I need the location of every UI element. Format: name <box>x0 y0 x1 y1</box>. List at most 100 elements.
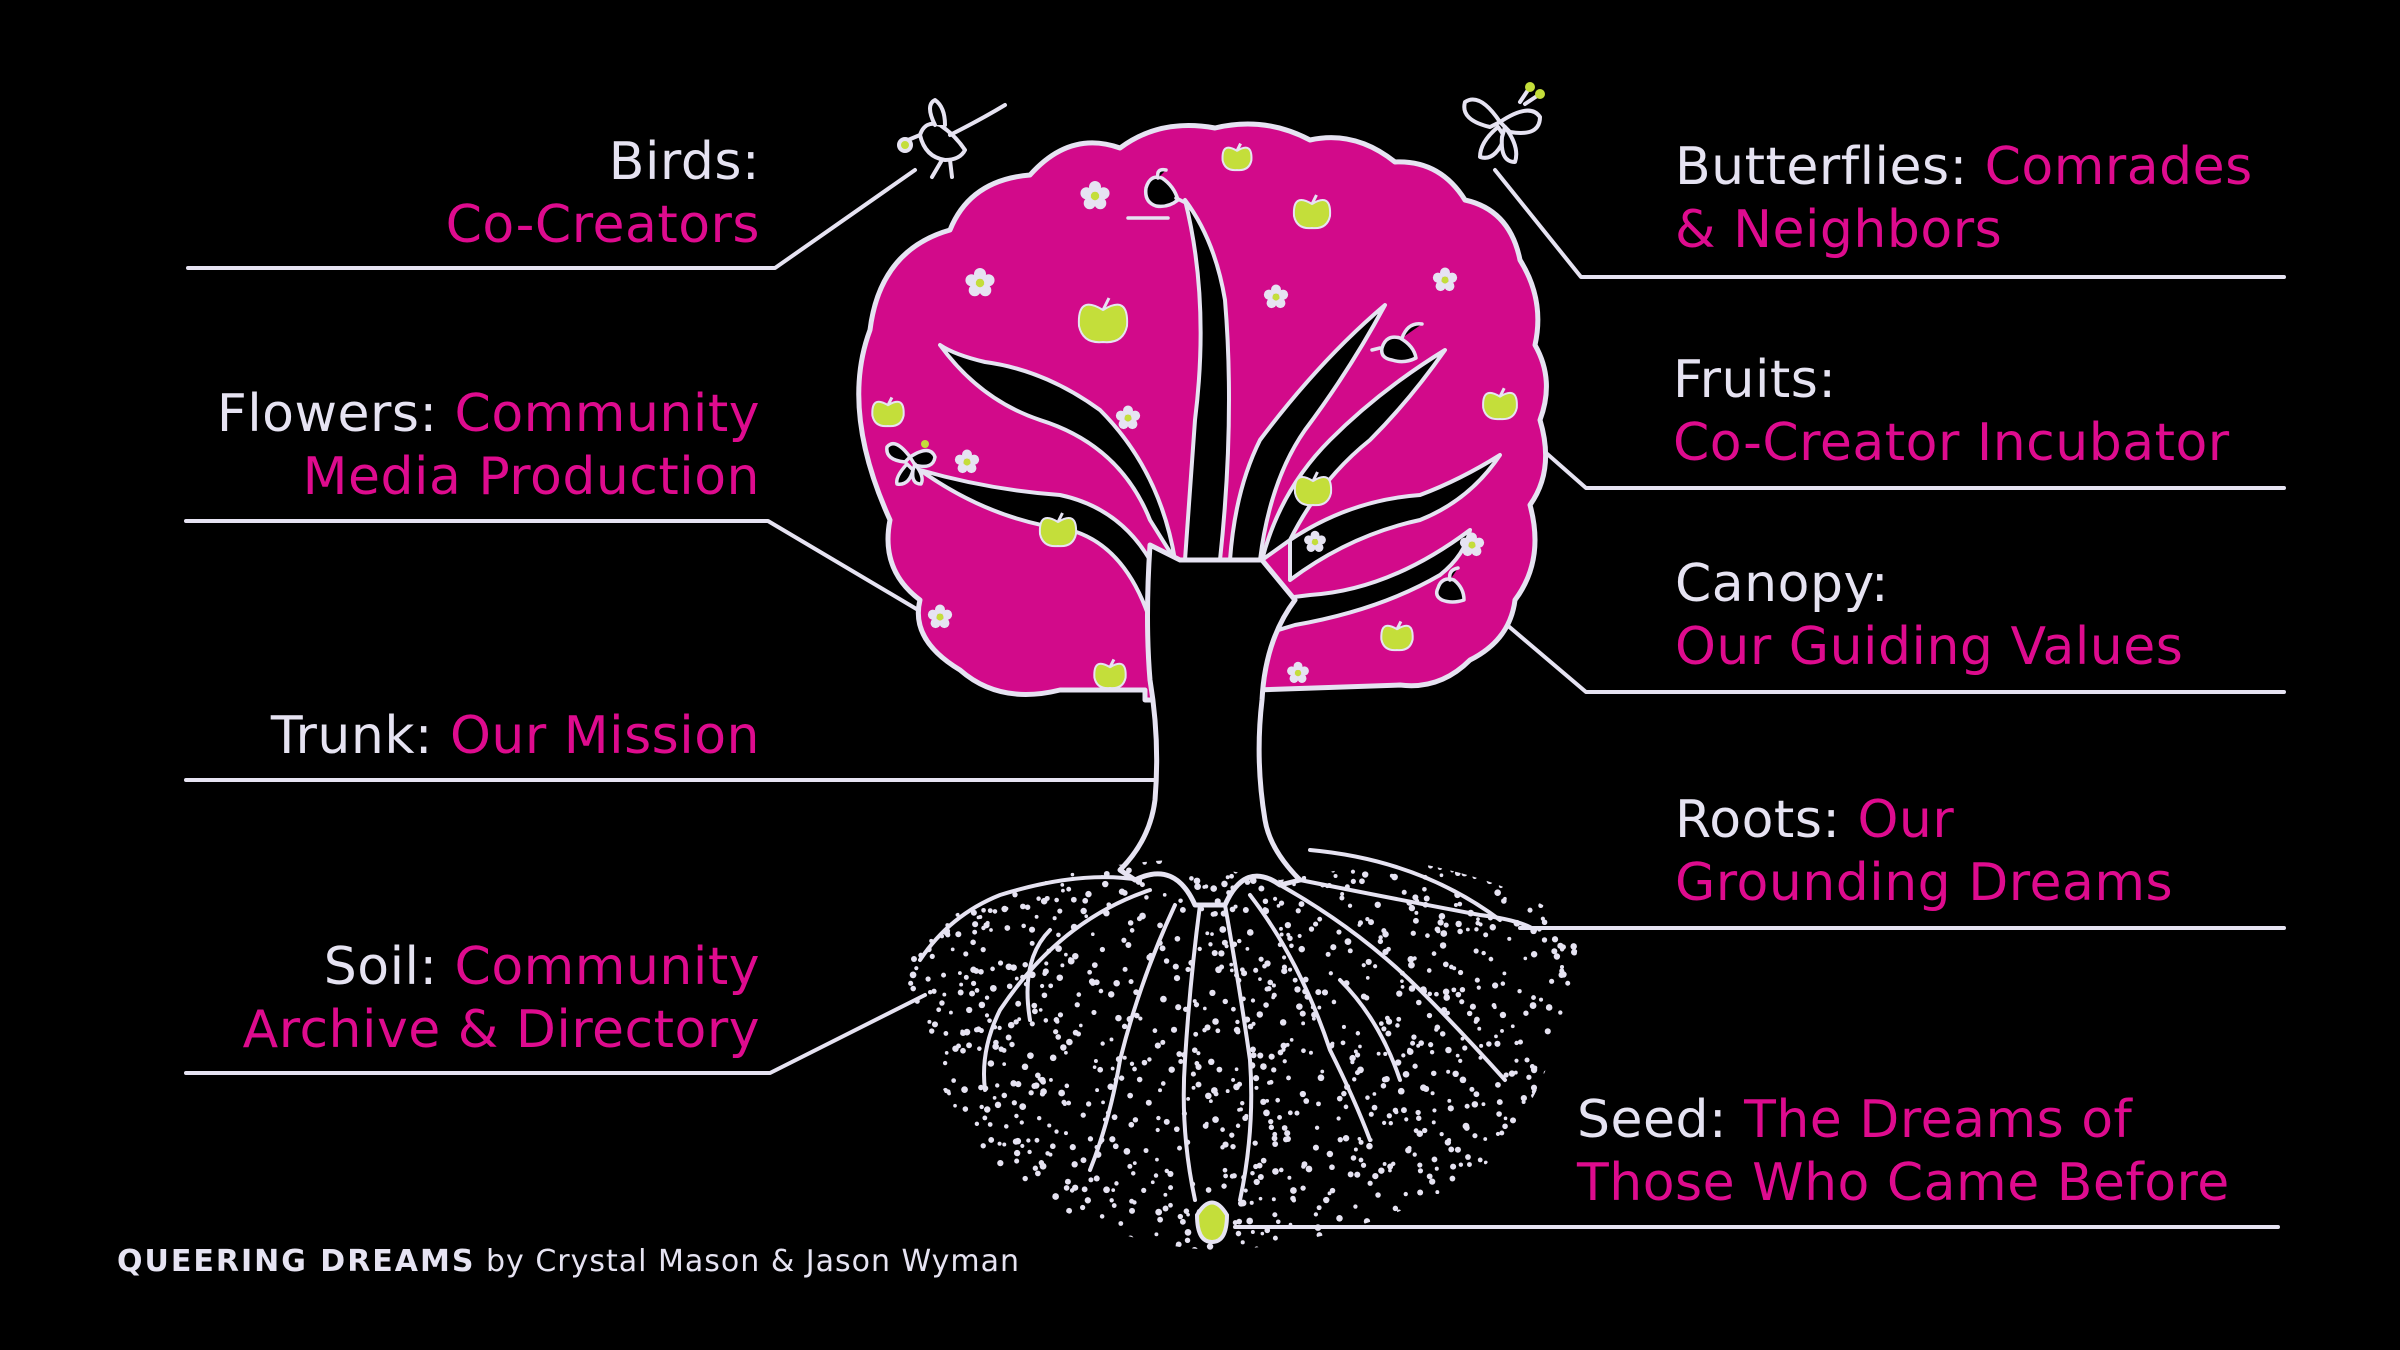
soil-dot <box>1221 1183 1227 1189</box>
soil-dot <box>908 1230 913 1235</box>
soil-dot <box>1114 1181 1119 1186</box>
soil-dot <box>1484 872 1489 876</box>
soil-dot <box>1425 933 1430 938</box>
flower-icon <box>954 449 980 474</box>
soil-dot <box>1067 862 1073 869</box>
soil-dot <box>1457 969 1464 976</box>
soil-dot <box>1514 1040 1519 1046</box>
soil-dot <box>1235 1230 1242 1237</box>
soil-dot <box>931 988 937 994</box>
soil-dot <box>1449 1175 1456 1182</box>
soil-dot <box>1136 1076 1143 1083</box>
soil-dot <box>1507 936 1512 941</box>
soil-dot <box>1474 927 1479 932</box>
soil-dot <box>1012 1209 1019 1216</box>
soil-dot <box>903 1226 910 1233</box>
soil-dot <box>1128 979 1134 985</box>
soil-dot <box>1163 958 1170 964</box>
soil-dot <box>1062 1101 1067 1107</box>
flower-petal <box>1118 419 1129 430</box>
soil-dot <box>1577 1028 1580 1034</box>
soil-dot <box>1222 1167 1228 1173</box>
soil-dot <box>973 1181 980 1188</box>
soil-dot <box>957 989 964 996</box>
soil-dot <box>969 990 975 997</box>
soil-dot <box>1282 1059 1287 1064</box>
soil-dot <box>954 898 960 904</box>
soil-dot <box>1025 1249 1032 1250</box>
soil-dot <box>1533 1089 1540 1097</box>
soil-dot <box>1072 1184 1079 1191</box>
soil-dot <box>1558 873 1565 880</box>
soil-dot <box>900 1109 906 1117</box>
soil-dot <box>1397 1209 1401 1214</box>
soil-dot <box>1586 1233 1590 1237</box>
soil-dot <box>1280 1042 1287 1049</box>
soil-dot <box>1012 1212 1017 1217</box>
tree-roots <box>918 848 1537 1202</box>
soil-dot <box>1080 1157 1087 1164</box>
fruit-stem <box>886 396 894 406</box>
soil-dot <box>1271 1067 1277 1073</box>
bird-icon <box>1126 167 1190 220</box>
soil-dot <box>989 928 993 932</box>
soil-dot <box>881 1102 885 1106</box>
soil-dot <box>1430 1070 1437 1077</box>
flower-petal <box>1127 419 1138 430</box>
soil-dot <box>877 976 883 982</box>
soil-dot <box>892 987 896 991</box>
soil-dot <box>1193 877 1201 885</box>
soil-dot <box>1243 1188 1248 1193</box>
soil-dot <box>911 1080 916 1085</box>
leader-line-canopy <box>1478 600 2286 694</box>
soil-dot <box>955 931 962 938</box>
label-canopy-desc: Our Guiding Values <box>1675 617 2184 677</box>
soil-dot <box>1192 999 1197 1004</box>
soil-dot <box>1483 1181 1488 1187</box>
soil-dot <box>1435 1190 1440 1195</box>
soil-dot <box>1558 971 1565 978</box>
soil-dot <box>1287 935 1293 942</box>
soil-dot <box>1002 1142 1007 1147</box>
soil-dot <box>1353 1204 1358 1209</box>
soil-dot <box>1316 1232 1323 1238</box>
soil-dot <box>1436 1246 1442 1250</box>
soil-dot <box>1111 1203 1117 1208</box>
label-fruits-term: Fruits: <box>1673 350 1837 410</box>
soil-dot <box>1316 1101 1321 1107</box>
soil-dot <box>1588 1233 1595 1240</box>
soil-dot <box>1554 1196 1562 1203</box>
soil-dot <box>1323 866 1328 871</box>
soil-dot <box>1286 1075 1291 1081</box>
soil-dot <box>963 974 969 980</box>
soil-dot <box>1268 1079 1274 1085</box>
soil-dot <box>1510 1024 1515 1029</box>
soil-dot <box>1427 860 1433 863</box>
soil-dot <box>1168 1066 1175 1073</box>
soil-dot <box>1024 904 1031 910</box>
fruit-stem <box>1101 297 1111 311</box>
soil-dot <box>947 1091 951 1096</box>
soil-dot <box>1439 873 1444 878</box>
soil-dot <box>1057 1012 1064 1018</box>
soil-dot <box>1594 1055 1601 1062</box>
soil-dot <box>1178 898 1183 903</box>
soil-dot <box>1084 1197 1091 1204</box>
label-soil-desc-1: Community <box>454 937 760 997</box>
soil-dot <box>1028 1090 1034 1096</box>
soil-dot <box>879 940 886 947</box>
soil-dot <box>1536 895 1543 902</box>
soil-dot <box>1574 911 1580 917</box>
soil-dot <box>1416 1130 1424 1137</box>
soil-dot <box>1218 950 1225 957</box>
soil-dot <box>1217 1250 1221 1254</box>
soil-dot <box>946 1154 954 1162</box>
soil-dot <box>1596 938 1601 943</box>
label-seed-term: Seed: <box>1577 1090 1728 1150</box>
soil-dot <box>908 980 914 986</box>
soil-dot <box>1372 1092 1377 1096</box>
soil-dot <box>1277 1049 1284 1056</box>
soil-dot <box>1297 933 1302 938</box>
soil-dot <box>1474 1244 1480 1250</box>
soil-dot <box>1281 964 1288 970</box>
